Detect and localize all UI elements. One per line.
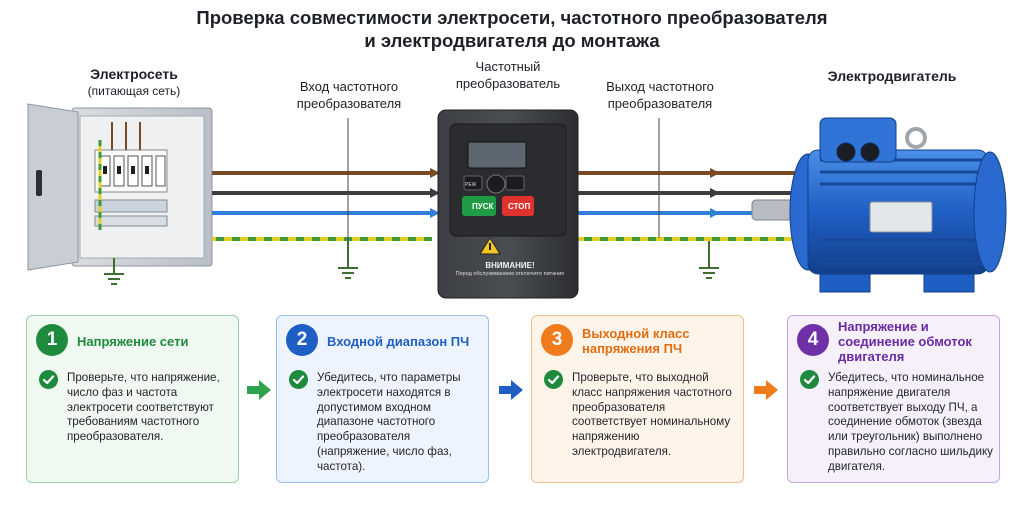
arrow-right-icon bbox=[247, 380, 271, 400]
vfd-stop-label: СТОП bbox=[508, 202, 530, 211]
arrow-right-icon bbox=[499, 380, 523, 400]
step-number-1: 1 bbox=[36, 324, 68, 356]
step-card-4: 4 Напряжение и соединение обмоток двигат… bbox=[787, 315, 1000, 483]
vfd-warning-text-box: Перед обслуживанием отключите питание bbox=[455, 271, 565, 277]
step-text-3: Проверьте, что выходной класс напряжения… bbox=[572, 371, 732, 458]
check-icon bbox=[39, 370, 58, 389]
lifting-eye bbox=[905, 127, 927, 149]
cabinet-handle bbox=[36, 170, 42, 196]
motor-terminal-box bbox=[819, 117, 897, 163]
electric-motor bbox=[751, 117, 1007, 293]
vfd-unit bbox=[437, 109, 579, 299]
grid-label-sub: (питающая сеть) bbox=[87, 84, 181, 98]
vfd-start-button bbox=[462, 196, 496, 216]
page-title-line2: и электродвигателя до монтажа bbox=[364, 30, 660, 51]
step-number-2: 2 bbox=[286, 324, 318, 356]
check-icon bbox=[544, 370, 563, 389]
page-title: Проверка совместимости электросети, част… bbox=[0, 6, 1024, 52]
grid-label-title: Электросеть bbox=[90, 66, 178, 82]
electrical-cabinet bbox=[27, 103, 213, 271]
vfd-mode-label: РЕЖ bbox=[465, 182, 477, 188]
step-title-1: Напряжение сети bbox=[77, 333, 189, 349]
vfd-stop-button bbox=[502, 196, 534, 216]
vfd-output-label: Выход частотного преобразователя bbox=[606, 79, 714, 111]
vfd-start-label: ПУСК bbox=[472, 202, 494, 211]
ground-icon bbox=[338, 241, 358, 279]
check-icon bbox=[800, 370, 819, 389]
vfd-warning-text: Перед обслуживанием отключите питание bbox=[455, 271, 565, 277]
step-number-3: 3 bbox=[541, 324, 573, 356]
step-title-3: Выходной класс напряжения ПЧ bbox=[582, 326, 690, 356]
vfd-mode-button bbox=[463, 175, 483, 191]
vfd-knob bbox=[486, 174, 506, 194]
step-card-3: 3 Выходной класс напряжения ПЧ Проверьте… bbox=[531, 315, 744, 483]
step-text-1: Проверьте, что напряжение, число фаз и ч… bbox=[67, 371, 220, 444]
arrow-right-icon bbox=[754, 380, 778, 400]
grid-wires bbox=[212, 168, 440, 241]
vfd-display bbox=[467, 141, 527, 169]
step-number-4: 4 bbox=[797, 324, 829, 356]
step-text-2: Убедитесь, что параметры электросети нах… bbox=[317, 371, 461, 473]
vfd-warning-title: ВНИМАНИЕ! bbox=[485, 261, 534, 270]
step-title-4: Напряжение и соединение обмоток двигател… bbox=[838, 318, 972, 364]
check-icon bbox=[289, 370, 308, 389]
step-text-4: Убедитесь, что номинальное напряжение дв… bbox=[828, 371, 993, 473]
motor-label: Электродвигатель bbox=[827, 68, 957, 84]
motor-nameplate bbox=[869, 201, 933, 233]
ground-icon bbox=[104, 258, 124, 285]
grid-label: Электросеть (питающая сеть) bbox=[64, 66, 204, 100]
ground-icon bbox=[699, 241, 719, 279]
step-title-2: Входной диапазон ПЧ bbox=[327, 333, 470, 349]
page-title-line1: Проверка совместимости электросети, част… bbox=[196, 7, 828, 28]
vfd-input-label: Вход частотного преобразователя bbox=[296, 79, 402, 111]
step-card-2: 2 Входной диапазон ПЧ Убедитесь, что пар… bbox=[276, 315, 489, 483]
step-card-1: 1 Напряжение сети Проверьте, что напряже… bbox=[26, 315, 239, 483]
vfd-label: Частотный преобразователь bbox=[455, 59, 561, 91]
wire-pe bbox=[212, 237, 432, 241]
